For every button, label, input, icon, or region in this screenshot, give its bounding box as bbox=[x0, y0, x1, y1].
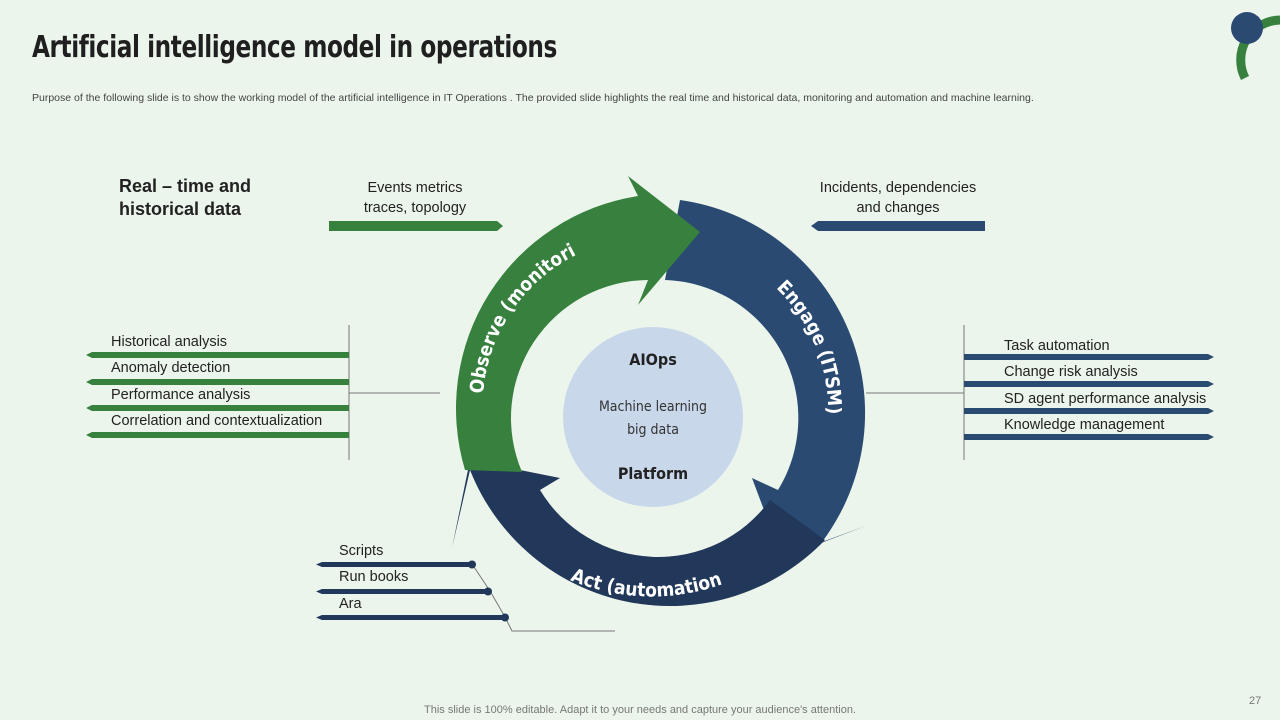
left-list-item: Historical analysis bbox=[111, 334, 228, 350]
right-list-item: SD agent performance analysis bbox=[1004, 391, 1207, 407]
bottom-list-item: Ara bbox=[339, 596, 362, 612]
bottom-list-item: Scripts bbox=[339, 543, 384, 559]
data-heading: Real – time and historical data bbox=[119, 175, 251, 221]
page-title: Artificial intelligence model in operati… bbox=[32, 30, 557, 65]
left-list-item: Anomaly detection bbox=[111, 360, 231, 376]
right-list-bars bbox=[964, 354, 1214, 440]
center-line-2: big data bbox=[627, 422, 679, 438]
engage-segment bbox=[665, 200, 868, 558]
center-circle bbox=[563, 327, 743, 507]
events-input-label: Events metrics traces, topology bbox=[335, 178, 495, 218]
heading-line-1: Real – time and bbox=[119, 176, 252, 196]
bottom-list-bars bbox=[316, 560, 509, 622]
center-footer: Platform bbox=[617, 464, 689, 483]
page-number: 27 bbox=[1249, 695, 1262, 707]
center-line-1: Machine learning bbox=[598, 399, 708, 415]
incidents-label-line-1: Incidents, dependencies bbox=[819, 180, 977, 196]
corner-decoration bbox=[1231, 12, 1280, 80]
center-description: Machine learning big data bbox=[563, 396, 743, 442]
heading-line-2: historical data bbox=[119, 199, 242, 219]
bottom-list-item: Run books bbox=[339, 569, 409, 585]
incidents-input-label: Incidents, dependencies and changes bbox=[798, 178, 998, 218]
left-list-item: Performance analysis bbox=[111, 387, 251, 403]
center-title: AIOps bbox=[629, 350, 677, 369]
left-list-bars bbox=[86, 352, 349, 438]
left-list-item: Correlation and contextualization bbox=[111, 413, 323, 429]
act-label: Act (automation) bbox=[0, 0, 724, 602]
incidents-input-arrow bbox=[811, 221, 985, 231]
right-list-item: Knowledge management bbox=[1004, 417, 1165, 433]
incidents-label-line-2: and changes bbox=[856, 200, 940, 216]
slide-footer: This slide is 100% editable. Adapt it to… bbox=[424, 704, 856, 716]
right-list-item: Change risk analysis bbox=[1004, 364, 1138, 380]
events-label-line-2: traces, topology bbox=[363, 200, 467, 216]
page-subtitle: Purpose of the following slide is to sho… bbox=[32, 92, 1034, 104]
right-list-item: Task automation bbox=[1004, 338, 1110, 354]
act-segment bbox=[452, 460, 825, 607]
observe-segment bbox=[456, 176, 700, 472]
events-input-arrow bbox=[329, 221, 503, 231]
events-label-line-1: Events metrics bbox=[367, 180, 463, 196]
